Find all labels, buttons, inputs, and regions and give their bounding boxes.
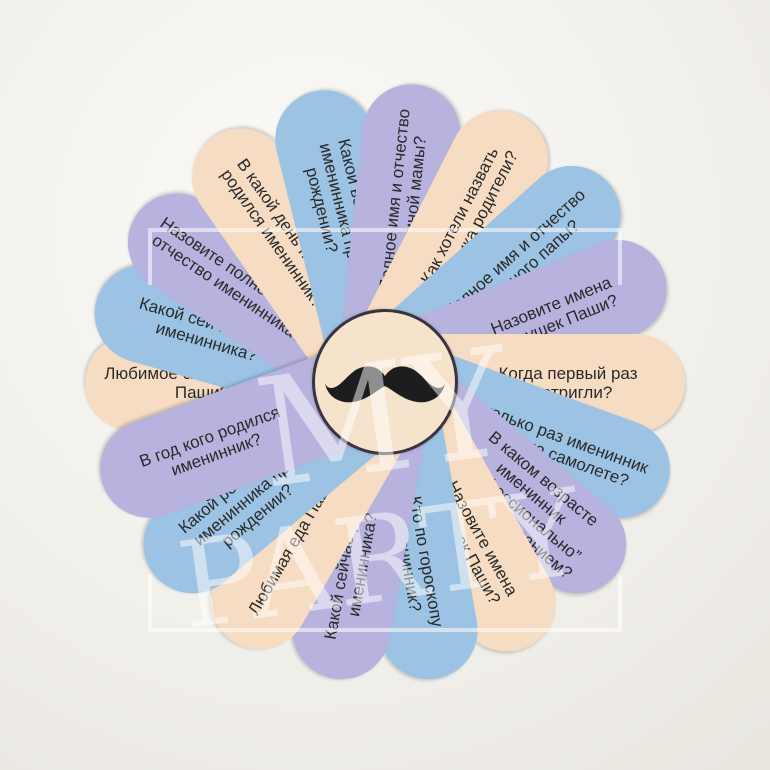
flower-center [312,309,458,455]
mustache-icon [325,366,445,403]
